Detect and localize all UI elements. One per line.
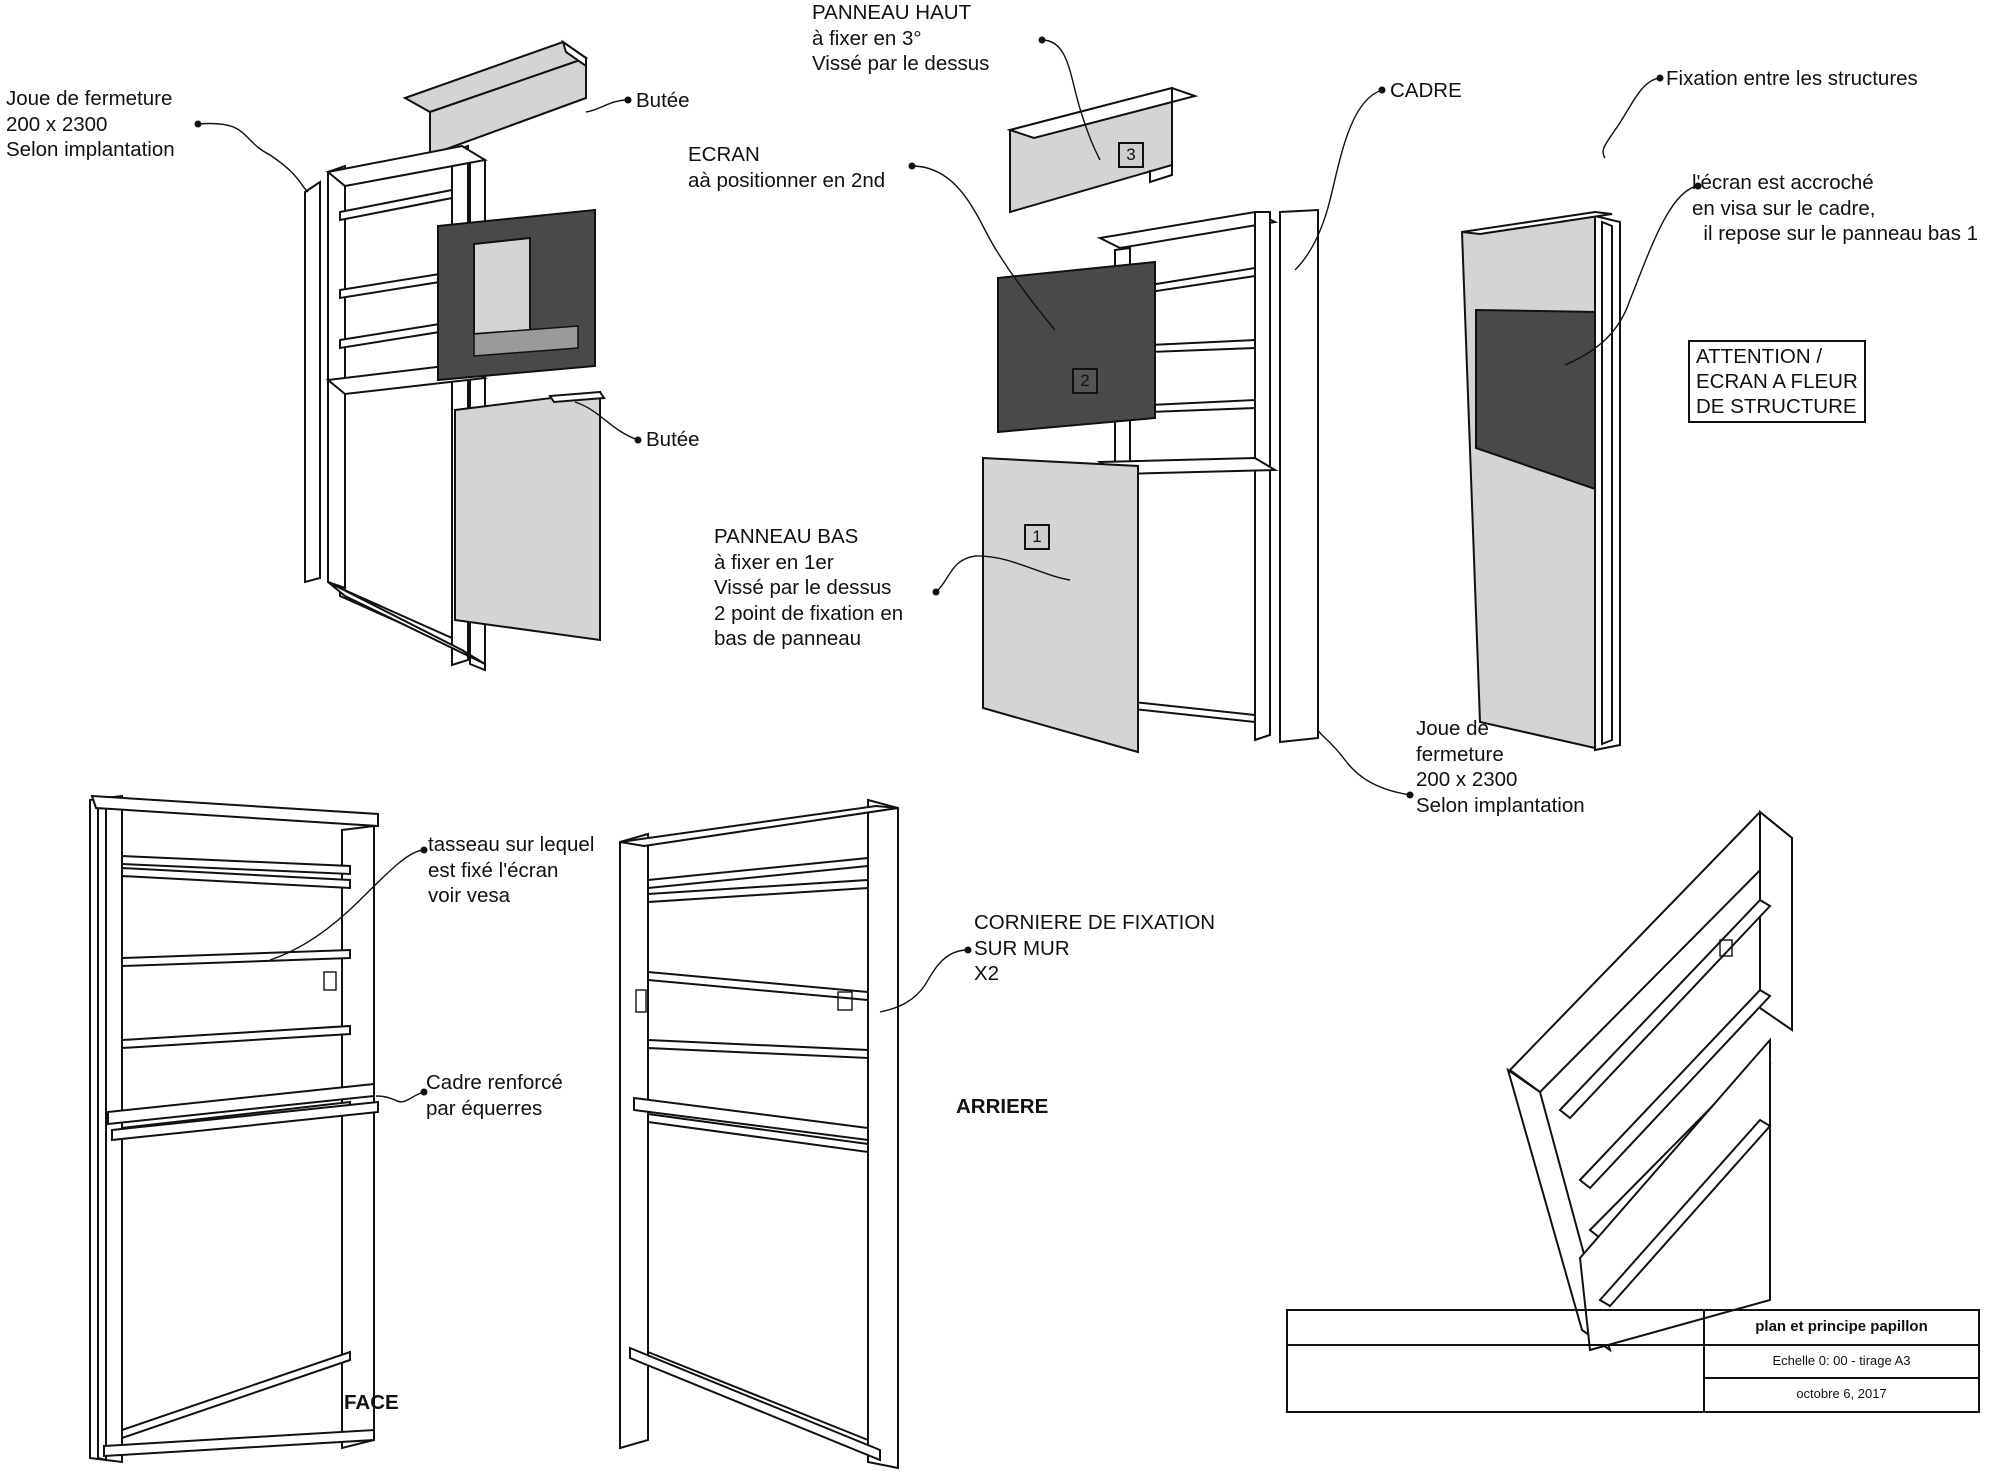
label-ecran: ECRAN aà positionner en 2nd (688, 143, 886, 192)
title-block-date: octobre 6, 2017 (1796, 1386, 1887, 1401)
leaders (194, 36, 1702, 1103)
title-block-scale: Echelle 0: 00 - tirage A3 (1772, 1353, 1911, 1368)
view-assembled (1460, 210, 1621, 752)
tag-number-3: 3 (1118, 142, 1144, 168)
title-block-frame (1286, 1309, 1980, 1413)
view-exploded-center (982, 86, 1319, 754)
label-fixation: Fixation entre les structures (1666, 67, 1918, 90)
label-ecran-accroche: l'écran est accroché en visa sur le cadr… (1692, 171, 1979, 245)
view-arriere (619, 798, 899, 1470)
tag-number-1: 1 (1024, 524, 1050, 550)
label-corniere: CORNIERE DE FIXATION SUR MUR X2 (974, 911, 1216, 985)
title-block-title: plan et principe papillon (1755, 1318, 1928, 1335)
label-joue-left: Joue de fermeture 200 x 2300 Selon impla… (6, 87, 175, 161)
label-face: FACE (344, 1391, 399, 1414)
tag-number-2: 2 (1072, 368, 1098, 394)
attention-box: ATTENTION / ECRAN A FLEUR DE STRUCTURE (1688, 340, 1866, 423)
label-butee-top: Butée (636, 89, 690, 112)
view-face (89, 794, 379, 1464)
view-exploded-left (304, 39, 606, 672)
label-tasseau: tasseau sur lequel est fixé l'écran voir… (428, 833, 595, 907)
label-arriere: ARRIERE (956, 1095, 1049, 1118)
label-panneau-haut: PANNEAU HAUT à fixer en 3° Vissé par le … (812, 1, 990, 75)
label-joue-right: Joue de fermeture 200 x 2300 Selon impla… (1416, 717, 1585, 817)
view-tilted (1506, 809, 1794, 1353)
label-cadre: CADRE (1390, 79, 1462, 102)
label-cadre-renforce: Cadre renforcé par équerres (426, 1071, 563, 1120)
label-panneau-bas: PANNEAU BAS à fixer en 1er Vissé par le … (714, 525, 904, 650)
label-butee-mid: Butée (646, 428, 700, 451)
